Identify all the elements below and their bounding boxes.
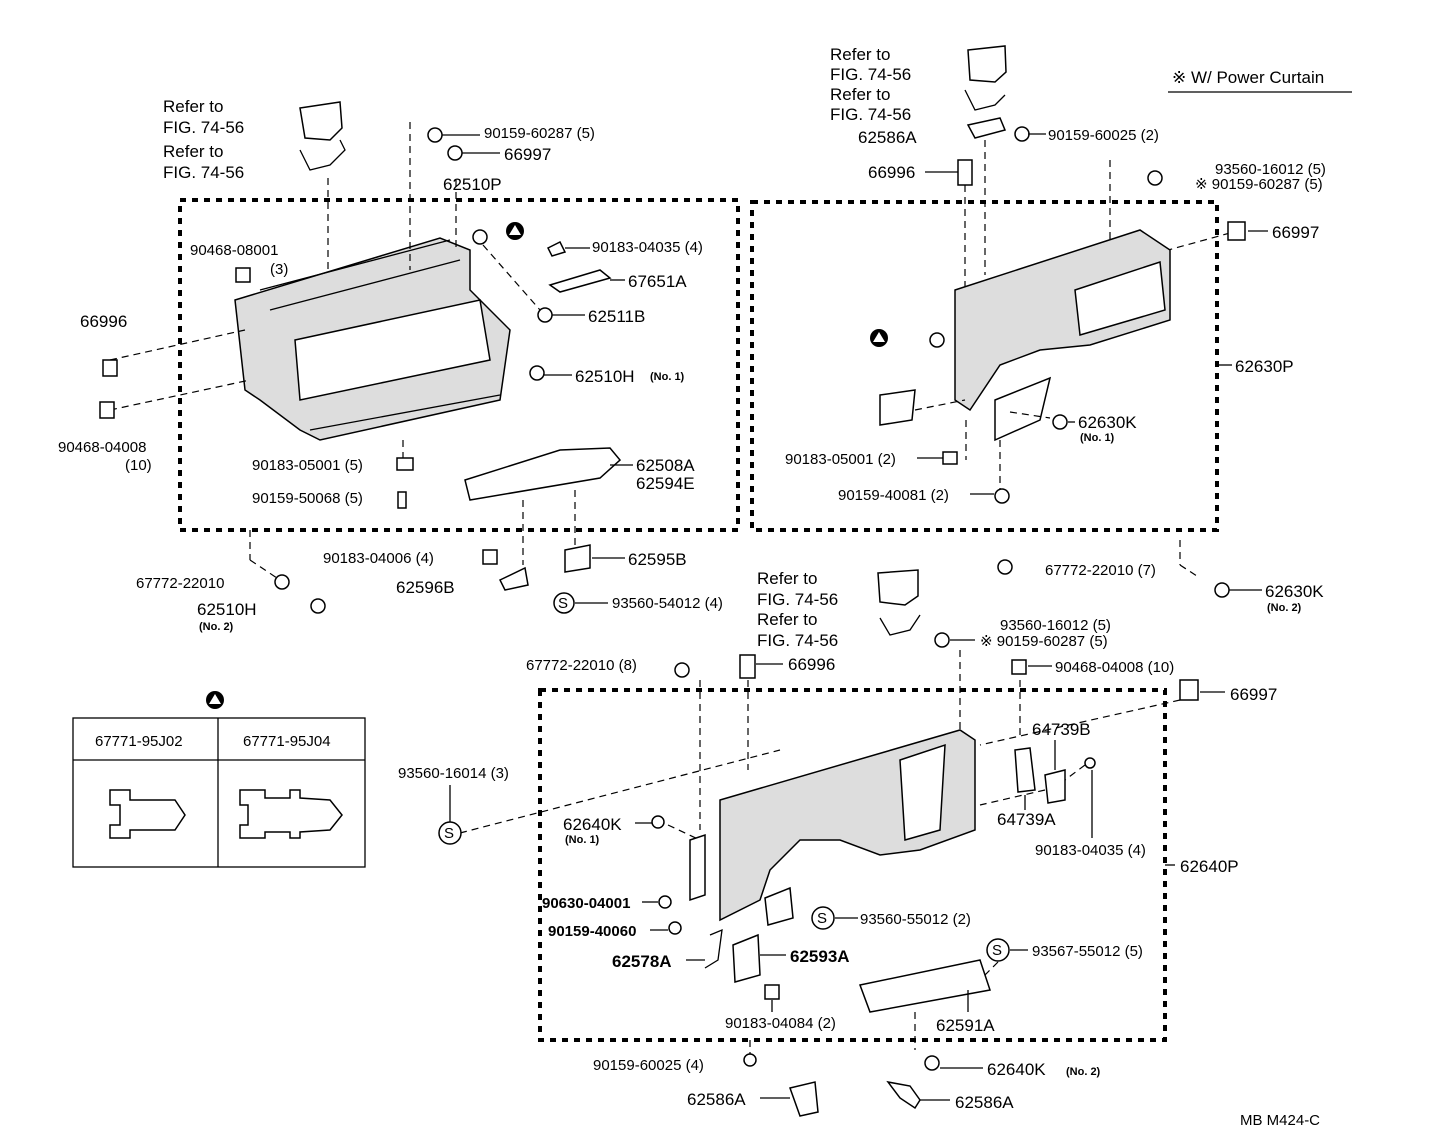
label-b-62578A: 62578A — [612, 952, 672, 971]
label-90468-08001: 90468-08001 — [190, 242, 278, 259]
label-62508A: 62508A — [636, 456, 695, 475]
bottom-fig-2: FIG. 74-56 — [757, 631, 838, 650]
label-b-62640K: 62640K — [563, 815, 622, 834]
power-curtain-note: ※ W/ Power Curtain — [1172, 68, 1324, 87]
right-fig-1: FIG. 74-56 — [830, 65, 911, 84]
label-b-62593A: 62593A — [790, 947, 850, 966]
label-62510H-no1: (No. 1) — [650, 371, 685, 383]
label-r-90159-40081: 90159-40081 (2) — [838, 487, 949, 504]
bracket-part — [299, 139, 346, 171]
label-b-90468-04008: 90468-04008 (10) — [1055, 659, 1174, 676]
label-r-62630K-no1: (No. 1) — [1080, 432, 1115, 444]
legend-col2: 67771-95J04 — [243, 733, 331, 750]
label-62511B: 62511B — [588, 307, 645, 326]
label-r-67772-22010: 67772-22010 (7) — [1045, 562, 1156, 579]
label-b-90183-04035: 90183-04035 (4) — [1035, 842, 1146, 859]
label-b-90183-04084: 90183-04084 (2) — [725, 1015, 836, 1032]
label-b-93560-16014: 93560-16014 (3) — [398, 765, 509, 782]
label-r-62630K-2: 62630K — [1265, 582, 1324, 601]
label-90183-04035: 90183-04035 (4) — [592, 239, 703, 256]
label-r-62630K: 62630K — [1078, 413, 1137, 432]
label-90183-05001: 90183-05001 (5) — [252, 457, 363, 474]
label-62510H-2: 62510H — [197, 600, 257, 619]
label-90468-08001-qty: (3) — [270, 261, 288, 278]
label-r-93560-16012: 93560-16012 (5) — [1215, 161, 1326, 178]
legend-col1: 67771-95J02 — [95, 733, 183, 750]
label-r-62630K-no2: (No. 2) — [1267, 602, 1302, 614]
label-r-66997: 66997 — [1272, 223, 1319, 242]
label-b-93560-16012: 93560-16012 (5) — [1000, 617, 1111, 634]
label-b-90159-40060: 90159-40060 — [548, 923, 636, 940]
label-b-93560-55012: 93560-55012 (2) — [860, 911, 971, 928]
bottom-refer-2: Refer to — [757, 610, 817, 629]
label-r-62630P: 62630P — [1235, 357, 1294, 376]
right-refer-2: Refer to — [830, 85, 890, 104]
label-90468-04008-qty: (10) — [125, 457, 152, 474]
label-66997: 66997 — [504, 145, 551, 164]
label-67651A: 67651A — [628, 272, 687, 291]
label-62596B: 62596B — [396, 578, 455, 597]
left-panel-frame — [178, 198, 740, 532]
bottom-panel: Refer to FIG. 74-56 Refer to FIG. 74-56 … — [398, 569, 1277, 1117]
bottom-fig-1: FIG. 74-56 — [757, 590, 838, 609]
left-panel: Refer to FIG. 74-56 Refer to FIG. 74-56 — [58, 97, 723, 633]
symbol-s-left: S — [558, 595, 568, 612]
label-r-66996: 66996 — [868, 163, 915, 182]
label-b-66997: 66997 — [1230, 685, 1277, 704]
label-b-62586A-a: 62586A — [687, 1090, 746, 1109]
symbol-s-b1: S — [444, 825, 454, 842]
label-b-62640K-no1: (No. 1) — [565, 834, 600, 846]
right-fig-2: FIG. 74-56 — [830, 105, 911, 124]
clip-95J02-drawing — [109, 789, 186, 839]
label-r-90159-60025: 90159-60025 (2) — [1048, 127, 1159, 144]
label-b-62586A-b: 62586A — [955, 1093, 1014, 1112]
label-b-62591A: 62591A — [936, 1016, 995, 1035]
left-fig-2: FIG. 74-56 — [163, 163, 244, 182]
label-90183-04006: 90183-04006 (4) — [323, 550, 434, 567]
part-62508A — [464, 447, 622, 501]
left-fig-1: FIG. 74-56 — [163, 118, 244, 137]
left-refer-1: Refer to — [163, 97, 223, 116]
right-refer-1: Refer to — [830, 45, 890, 64]
label-b-64739A: 64739A — [997, 810, 1056, 829]
label-62510H-no2: (No. 2) — [199, 621, 234, 633]
label-b-62640K-2: 62640K — [987, 1060, 1046, 1079]
right-panel: Refer to FIG. 74-56 Refer to FIG. 74-56 — [785, 45, 1326, 614]
symbol-s-b2: S — [817, 910, 827, 927]
label-r-62586A: 62586A — [858, 128, 917, 147]
label-62595B: 62595B — [628, 550, 687, 569]
left-panel-inner — [294, 299, 491, 401]
symbol-s-b3: S — [992, 942, 1002, 959]
label-93560-54012: 93560-54012 (4) — [612, 595, 723, 612]
label-b-93567-55012: 93567-55012 (5) — [1032, 943, 1143, 960]
label-b-90630-04001: 90630-04001 — [542, 895, 630, 912]
label-r-90183-05001: 90183-05001 (2) — [785, 451, 896, 468]
label-b-66996: 66996 — [788, 655, 835, 674]
figure-id: MB M424-C — [1240, 1112, 1320, 1129]
clip-95J04-drawing — [239, 789, 343, 839]
label-b-90159-60287: ※ 90159-60287 (5) — [980, 633, 1108, 650]
label-r-90159-60287: ※ 90159-60287 (5) — [1195, 176, 1323, 193]
cap-part — [299, 101, 343, 141]
label-b-64739B: 64739B — [1032, 720, 1091, 739]
bottom-panel-frame — [538, 688, 1167, 1042]
label-b-62640P: 62640P — [1180, 857, 1239, 876]
label-67772-22010: 67772-22010 — [136, 575, 224, 592]
label-62510P: 62510P — [443, 175, 502, 194]
label-b-90159-60025: 90159-60025 (4) — [593, 1057, 704, 1074]
right-panel-frame — [750, 200, 1219, 532]
bottom-refer-1: Refer to — [757, 569, 817, 588]
label-90159-50068: 90159-50068 (5) — [252, 490, 363, 507]
label-90159-60287: 90159-60287 (5) — [484, 125, 595, 142]
label-62510H: 62510H — [575, 367, 635, 386]
left-refer-2: Refer to — [163, 142, 223, 161]
legend-table: 67771-95J02 67771-95J04 — [72, 691, 366, 868]
label-66996: 66996 — [80, 312, 127, 331]
label-b-62640K-no2: (No. 2) — [1066, 1066, 1101, 1078]
label-90468-04008: 90468-04008 — [58, 439, 146, 456]
label-b-67772-22010: 67772-22010 (8) — [526, 657, 637, 674]
label-62594E: 62594E — [636, 474, 695, 493]
